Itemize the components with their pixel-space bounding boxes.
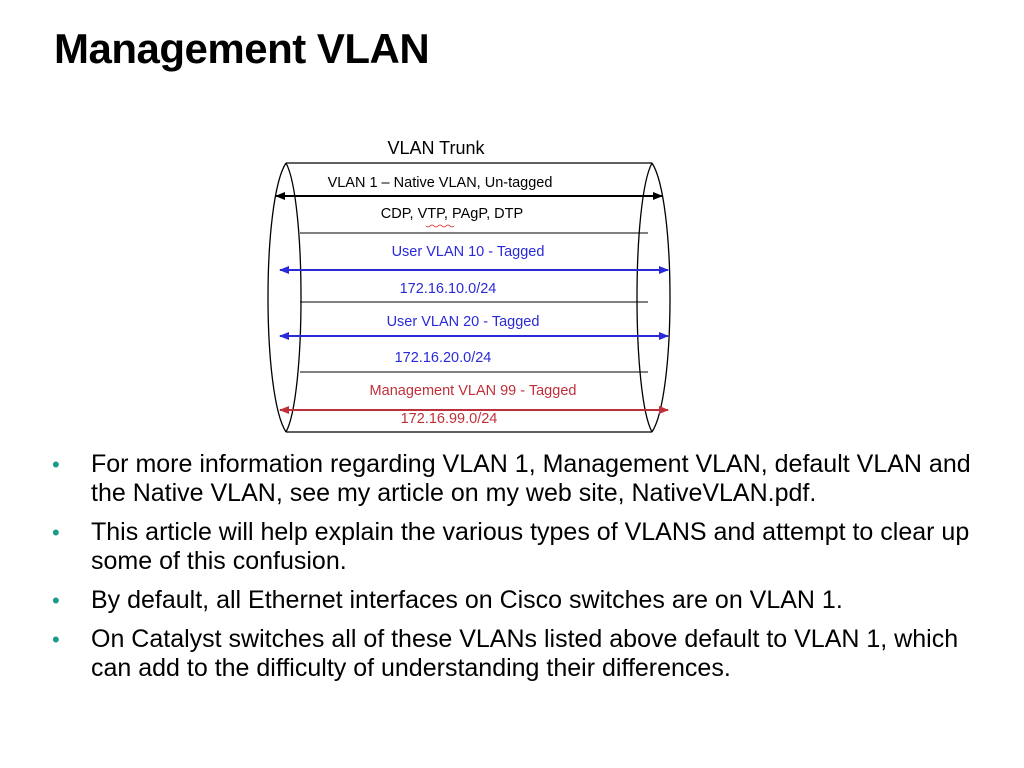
lane-user-vlan-10: User VLAN 10 - Tagged 172.16.10.0/24	[279, 244, 669, 297]
bullet-list: • For more information regarding VLAN 1,…	[52, 450, 992, 693]
lane-native-vlan: VLAN 1 – Native VLAN, Un-tagged CDP, VTP…	[275, 175, 663, 228]
bullet-text: By default, all Ethernet interfaces on C…	[91, 586, 843, 614]
lane-label: Management VLAN 99 - Tagged	[370, 383, 577, 399]
lane-management-vlan-99: Management VLAN 99 - Tagged 172.16.99.0/…	[279, 383, 669, 427]
trunk-label: VLAN Trunk	[387, 138, 485, 158]
lane-dividers	[300, 232, 648, 373]
bullet-marker: •	[52, 588, 60, 613]
bullet-text: On Catalyst switches all of these VLANs …	[91, 625, 959, 682]
lane-label: VLAN 1 – Native VLAN, Un-tagged	[328, 175, 553, 191]
lane-sublabel: 172.16.99.0/24	[401, 411, 498, 427]
vlan-trunk-diagram: VLAN Trunk VLAN 1 – Native VLAN, Un-tagg…	[267, 138, 671, 433]
bullet-item: • This article will help explain the var…	[52, 518, 992, 576]
bullet-item: • For more information regarding VLAN 1,…	[52, 450, 992, 508]
bullet-text: This article will help explain the vario…	[91, 518, 970, 575]
bullet-text: For more information regarding VLAN 1, M…	[91, 450, 971, 507]
spellcheck-underline	[425, 224, 455, 228]
bullet-item: • On Catalyst switches all of these VLAN…	[52, 625, 992, 683]
lane-label: User VLAN 10 - Tagged	[392, 244, 545, 260]
lane-label: User VLAN 20 - Tagged	[387, 314, 540, 330]
slide-title: Management VLAN	[54, 25, 430, 72]
lane-user-vlan-20: User VLAN 20 - Tagged 172.16.20.0/24	[279, 314, 669, 366]
lane-sublabel: 172.16.10.0/24	[400, 281, 497, 297]
bullet-item: • By default, all Ethernet interfaces on…	[52, 586, 992, 615]
trunk-pipe	[267, 162, 671, 433]
lane-sublabel: 172.16.20.0/24	[395, 350, 492, 366]
bullet-marker: •	[52, 520, 60, 545]
lane-sublabel: CDP, VTP, PAgP, DTP	[381, 206, 523, 222]
bullet-marker: •	[52, 627, 60, 652]
bullet-marker: •	[52, 452, 60, 477]
